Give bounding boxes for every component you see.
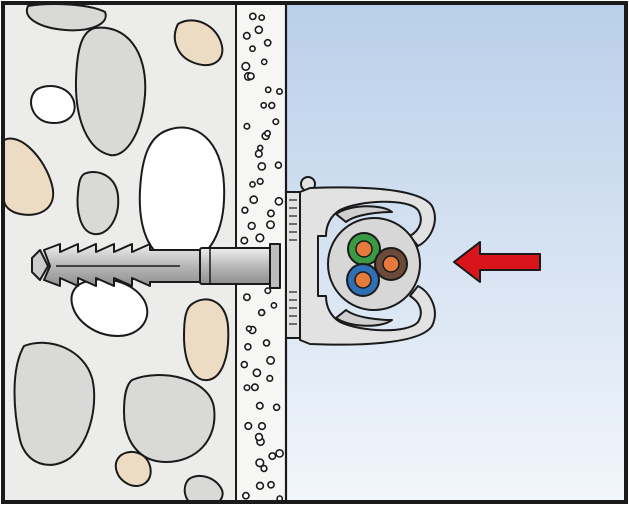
plaster-pore [274,196,284,206]
plaster-pore [268,101,276,110]
plaster-pore [249,180,256,188]
plaster-pore [256,144,264,152]
stone [122,374,216,464]
dowel-sleeve [199,247,277,285]
plaster-pore [246,72,255,81]
plaster-pore [242,293,251,302]
plaster-pore [260,58,268,66]
plaster-pore [264,86,272,94]
clip-saddle [299,186,436,346]
plaster-pore [262,339,271,347]
plaster-pore [255,401,264,410]
conductor-core [354,271,372,289]
plaster-pore [247,221,256,231]
plaster-pore [257,422,267,431]
stone [183,474,224,501]
stone [13,341,96,466]
plaster-pore [270,301,278,309]
plaster-pore [249,195,259,205]
clip-inner-lip-bottom [335,309,393,327]
plaster-pore [241,61,251,72]
clip-base-ribs [289,199,297,325]
plaster-pore [257,308,266,317]
plaster-pore [254,149,263,158]
plaster-pore [256,177,264,185]
stone [138,126,226,264]
stone [70,278,149,338]
aggregate-stones [4,4,230,501]
conductor-brown [374,247,408,281]
plaster-pore [260,464,268,473]
plaster-pore [252,368,262,378]
plaster-pore [266,374,274,383]
plaster-pore [250,383,259,392]
plaster-pore [274,161,283,169]
plaster-pore [241,491,250,500]
plaster-pore [260,101,268,109]
plaster-pore [254,25,264,35]
dowel-tip [31,249,49,281]
plaster-pore [272,118,280,126]
plaster-pore [255,481,265,490]
plaster-pore [255,233,265,243]
plaster-pore [266,209,275,218]
conductor-blue [346,263,380,297]
plaster-pore [242,31,251,40]
plaster-pore [241,206,249,214]
plaster-pore [254,432,264,442]
stone [173,19,224,67]
plaster-pore [258,14,266,21]
plaster-pore [276,495,284,501]
stone [76,171,120,236]
plaster-pore [267,480,275,489]
plaster-pore [265,220,275,230]
plaster-pore [263,38,272,47]
conductor-core [382,255,400,273]
plaster-pore [263,129,271,137]
plaster-pore [244,421,253,431]
plaster-pore [255,458,265,468]
plaster-pore [272,403,281,412]
push-direction-arrow-icon [453,241,541,283]
plaster-pore [245,325,253,332]
plaster-pore [243,384,251,392]
plaster-pore [266,355,276,365]
electrical-cable [327,217,421,311]
dowel-body [43,243,207,287]
dowel-collar [269,243,281,289]
plaster-pore [275,88,283,96]
plaster-pore [264,287,272,295]
plaster-pore [244,342,252,351]
stone [30,85,76,124]
stone [182,298,230,382]
clip-inner-lip-top [335,205,393,223]
plaster-pore [275,448,284,458]
plaster-pore [240,236,249,245]
plaster-pore [268,452,277,461]
plaster-pore [249,45,256,53]
plaster-pore [248,12,257,21]
nylon-dowel [31,243,281,289]
stone [4,137,55,216]
plaster-pore [243,122,251,130]
plaster-pore [240,360,249,369]
cable-clip [285,176,436,346]
stone [74,26,147,157]
stone [114,450,152,487]
plaster-pore [257,161,267,171]
conductor-core [355,240,373,258]
